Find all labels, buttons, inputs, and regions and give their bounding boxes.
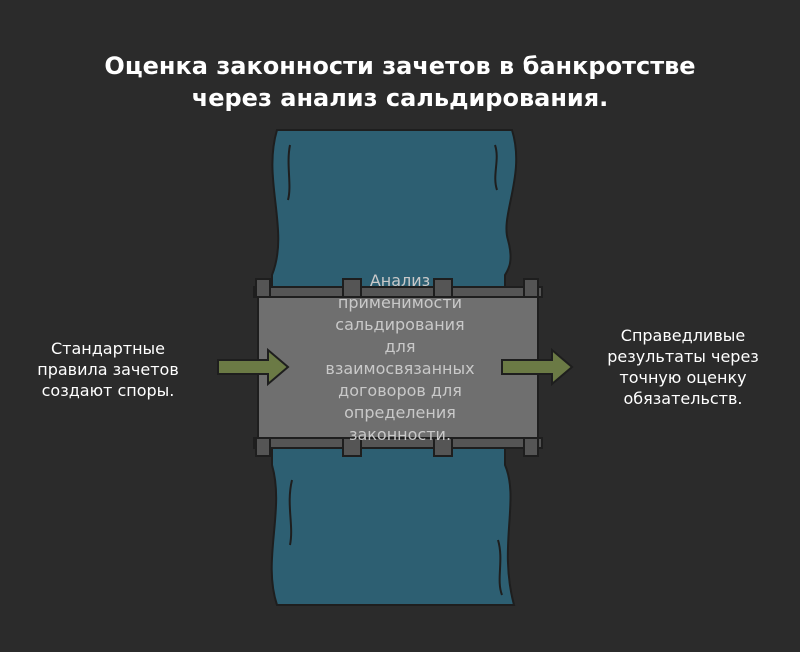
center-line: Анализ (369, 271, 431, 290)
left-line: создают споры. (41, 381, 175, 400)
bridge-top-rail (253, 286, 543, 298)
right-arrow-icon (501, 347, 574, 387)
left-line: Стандартные (50, 339, 166, 358)
right-outcome-text: Справедливые результаты через точную оце… (588, 325, 778, 409)
bridge-post (342, 278, 362, 298)
center-line: законности. (348, 425, 452, 444)
center-line: применимости (337, 293, 463, 312)
right-line: результаты через (607, 347, 759, 366)
center-line: определения (344, 403, 456, 422)
center-line: для (384, 337, 416, 356)
center-process-text: Анализ применимости сальдирования для вз… (300, 270, 500, 460)
bridge-post (342, 437, 362, 457)
center-line: договоров для (338, 381, 462, 400)
bridge-post (255, 437, 271, 457)
title-line-1: Оценка законности зачетов в банкротстве (104, 52, 696, 80)
center-line: сальдирования (335, 315, 465, 334)
left-line: правила зачетов (37, 360, 179, 379)
bridge-post (433, 437, 453, 457)
right-line: точную оценку (619, 368, 747, 387)
center-line: взаимосвязанных (325, 359, 475, 378)
bridge-bottom-rail (253, 437, 543, 449)
title-line-2: через анализ сальдирования. (191, 84, 609, 112)
bridge-post (433, 278, 453, 298)
bridge-post (523, 437, 539, 457)
bridge-deck (257, 291, 539, 443)
diagram-title: Оценка законности зачетов в банкротстве … (0, 50, 800, 114)
left-arrow-icon (217, 347, 290, 387)
river-wave-line (288, 479, 293, 546)
river-wave-line (494, 144, 498, 191)
bridge-post (523, 278, 539, 298)
river-wave-line (287, 144, 291, 201)
right-line: обязательств. (623, 389, 743, 408)
right-line: Справедливые (620, 326, 746, 345)
river-wave-line (497, 539, 503, 596)
left-problem-text: Стандартные правила зачетов создают спор… (18, 338, 198, 401)
bridge-post (255, 278, 271, 298)
